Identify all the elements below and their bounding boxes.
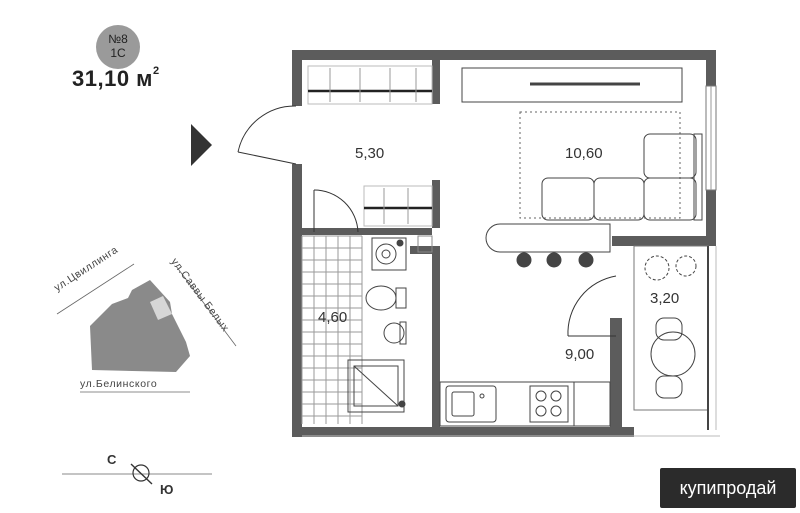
room-area-balcony: 3,20 — [650, 290, 680, 307]
bathroom-fixtures — [347, 235, 433, 413]
bathroom-door — [313, 189, 359, 233]
building-section-highlight — [150, 296, 172, 320]
area-unit-power: 2 — [152, 64, 160, 77]
chair-icon — [655, 317, 683, 341]
apartment-type: 1С — [110, 46, 126, 60]
building-silhouette — [90, 280, 190, 372]
watermark-logo: купипродай — [660, 468, 796, 508]
bar-counter — [485, 223, 611, 253]
street-line-east — [175, 265, 237, 347]
fridge-icon — [573, 381, 611, 427]
street-line-north — [56, 263, 135, 315]
tv-unit — [461, 67, 683, 103]
kitchen-unit — [439, 381, 611, 427]
hall-wardrobe — [307, 65, 433, 105]
room-area-bathroom: 4,60 — [318, 309, 348, 326]
apartment-badge: №8 1С — [96, 25, 140, 69]
rug — [519, 111, 681, 219]
total-area-value: 31,10 м — [72, 66, 153, 91]
building-location-map — [56, 263, 237, 393]
room-area-kitchen: 9,00 — [565, 346, 595, 363]
balcony-door — [567, 275, 617, 337]
living-furniture — [461, 67, 703, 268]
round-table-icon — [650, 331, 696, 377]
sofa-seat — [541, 177, 595, 221]
shower-icon — [347, 359, 405, 413]
cooktop-icon — [529, 385, 569, 423]
room-area-hall: 5,30 — [355, 145, 385, 162]
hall-wardrobe-lower — [363, 185, 433, 227]
compass — [62, 463, 212, 485]
balcony — [633, 245, 709, 430]
compass-icon — [132, 464, 150, 482]
bathroom-tiles — [301, 235, 363, 424]
kitchen-sink-icon — [445, 385, 497, 423]
entrance-arrow-icon — [191, 124, 212, 166]
window — [705, 85, 717, 191]
room-area-living: 10,60 — [565, 145, 603, 162]
total-area: 31,10 м2 — [72, 64, 160, 92]
apartment-number: №8 — [108, 32, 128, 46]
entrance-door — [237, 105, 297, 165]
sink-icon — [383, 322, 405, 344]
street-label-south: ул.Белинского — [80, 378, 158, 390]
compass-north-label: С — [107, 452, 117, 467]
toilet-icon — [365, 285, 397, 311]
compass-south-label: Ю — [160, 482, 174, 497]
walls — [292, 50, 716, 437]
plant-icon — [644, 255, 697, 281]
